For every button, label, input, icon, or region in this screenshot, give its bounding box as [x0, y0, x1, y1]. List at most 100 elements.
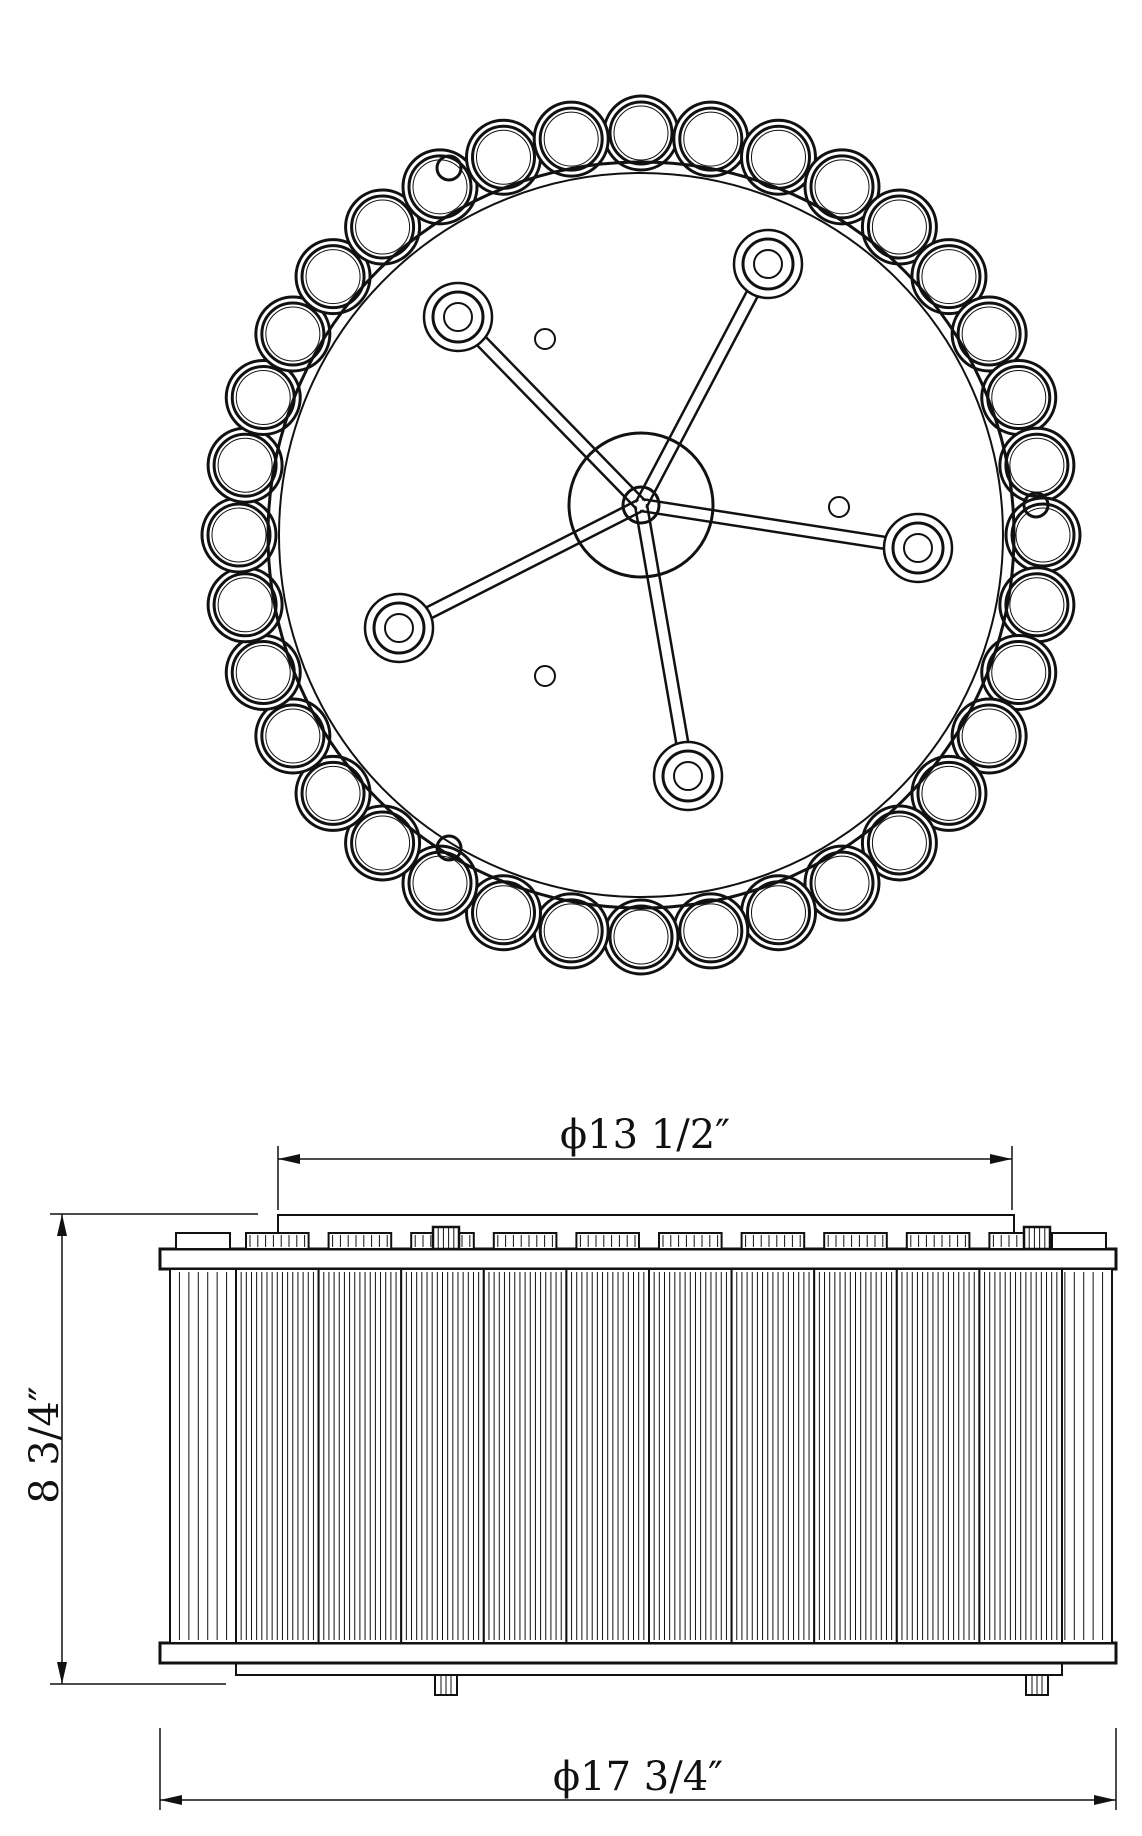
socket-arm [363, 498, 645, 664]
arm-edge [395, 498, 639, 624]
crystal-ring-outer [602, 898, 680, 976]
crystal-ring-edge [355, 815, 411, 871]
crystal-panel-group [169, 1225, 1113, 1644]
dim-arrow [57, 1214, 67, 1236]
panel-cap [492, 1232, 558, 1250]
dim-arrow [278, 1154, 300, 1164]
bottom-bolt [1025, 1674, 1049, 1696]
crystal-ring-edge [961, 708, 1017, 764]
arm-edge [645, 503, 696, 776]
crystal-ring-edge [543, 903, 599, 959]
crystal-ring-edge [871, 815, 927, 871]
crystal-ring [206, 566, 284, 644]
crystal-ring [254, 697, 332, 775]
arm-edge [645, 266, 775, 509]
crystal-ring [206, 426, 284, 504]
crystal-ring [950, 295, 1028, 373]
small-hole [534, 665, 556, 687]
crystal-ring-outer [980, 633, 1058, 711]
crystal-ring-edge [814, 855, 870, 911]
crystal-ring [401, 844, 479, 922]
crystal-ring-inner [260, 301, 326, 367]
crystal-ring [803, 844, 881, 922]
crystal-ring-outer [254, 697, 332, 775]
crystal-ring [803, 148, 881, 226]
dimension-annotations: ϕ13 1/2″ 8 3/4″ ϕ17 3/4″ [22, 1112, 1117, 1810]
crystal-ring-edge [683, 903, 739, 959]
socket-arm [422, 281, 647, 511]
crystal-ring-edge [476, 129, 532, 185]
crystal-panel [482, 1232, 568, 1644]
bottom-plate [235, 1662, 1063, 1676]
dim-arrow [1094, 1795, 1116, 1805]
crystal-ring [254, 295, 332, 373]
crystal-ring-inner [809, 154, 875, 220]
crystal-ring [860, 804, 938, 882]
crystal-panel [565, 1232, 651, 1644]
arm-edge [461, 311, 647, 502]
crystal-ring [224, 633, 302, 711]
crystal-ring-edge [476, 885, 532, 941]
arm-edge [639, 509, 918, 556]
crystal-ring-outer [1004, 496, 1082, 574]
crystal-panel [235, 1232, 320, 1644]
crystal-ring [532, 100, 610, 178]
side-view [158, 1214, 1118, 1696]
dim-height-label: 8 3/4″ [22, 1386, 68, 1503]
crystal-ring-edge [814, 159, 870, 215]
panel-cap [175, 1232, 231, 1250]
crystal-ring-inner [407, 154, 473, 220]
center-hole [621, 485, 661, 525]
bolt-body [431, 1225, 461, 1251]
crystal-ring [998, 426, 1076, 504]
panel-cap [658, 1232, 723, 1250]
top-view [200, 94, 1082, 976]
crystal-ring-edge [991, 370, 1047, 426]
crystal-ring-outer [401, 844, 479, 922]
crystal-ring-edge [355, 199, 411, 255]
arm-edge [401, 509, 645, 635]
socket-cup-rim [431, 290, 485, 344]
crystal-ring-edge [235, 644, 291, 700]
crystal-ring-edge [543, 111, 599, 167]
crystal-panel [813, 1232, 898, 1644]
socket-cup-rim [372, 601, 426, 655]
crystal-ring [602, 94, 680, 172]
panel-body [169, 1268, 237, 1644]
crystal-ring-inner [809, 850, 875, 916]
crystal-ring [224, 359, 302, 437]
mounting-tab-right [1022, 491, 1050, 519]
panel-cap [740, 1232, 806, 1250]
crystal-ring-inner [866, 194, 932, 260]
crystal-ring-edge [1015, 507, 1071, 563]
arm-edge [633, 505, 684, 778]
crystal-ring-outer [950, 295, 1028, 373]
crystal-ring-inner [678, 106, 744, 172]
top-band [158, 1247, 1118, 1271]
crystal-panel-edge [169, 1232, 237, 1644]
mounting-tab-bottom [435, 834, 463, 862]
crystal-ring-edge [871, 199, 927, 255]
panel-cap [1051, 1232, 1107, 1250]
crystal-ring-edge [217, 437, 273, 493]
crystal-ring-edge [305, 765, 361, 821]
crystal-ring [602, 898, 680, 976]
crystal-ring-outer [532, 100, 610, 178]
socket-hole [443, 302, 473, 332]
crystal-ring [980, 359, 1058, 437]
dim-inner-diameter-label: ϕ13 1/2″ [560, 1112, 730, 1158]
crystal-ring-outer [254, 295, 332, 373]
top-bolt [431, 1225, 461, 1251]
crystal-panel [648, 1232, 733, 1644]
socket-cup-rim [891, 521, 945, 575]
top-bolt [1022, 1225, 1052, 1251]
arm-edge [641, 497, 920, 544]
crystal-panel [400, 1232, 485, 1644]
crystal-ring [401, 148, 479, 226]
crystal-ring-inner [350, 810, 416, 876]
socket-arm [633, 503, 724, 812]
socket-hole [673, 761, 703, 791]
crystal-ring-edge [305, 249, 361, 305]
crystal-ring [672, 100, 750, 178]
